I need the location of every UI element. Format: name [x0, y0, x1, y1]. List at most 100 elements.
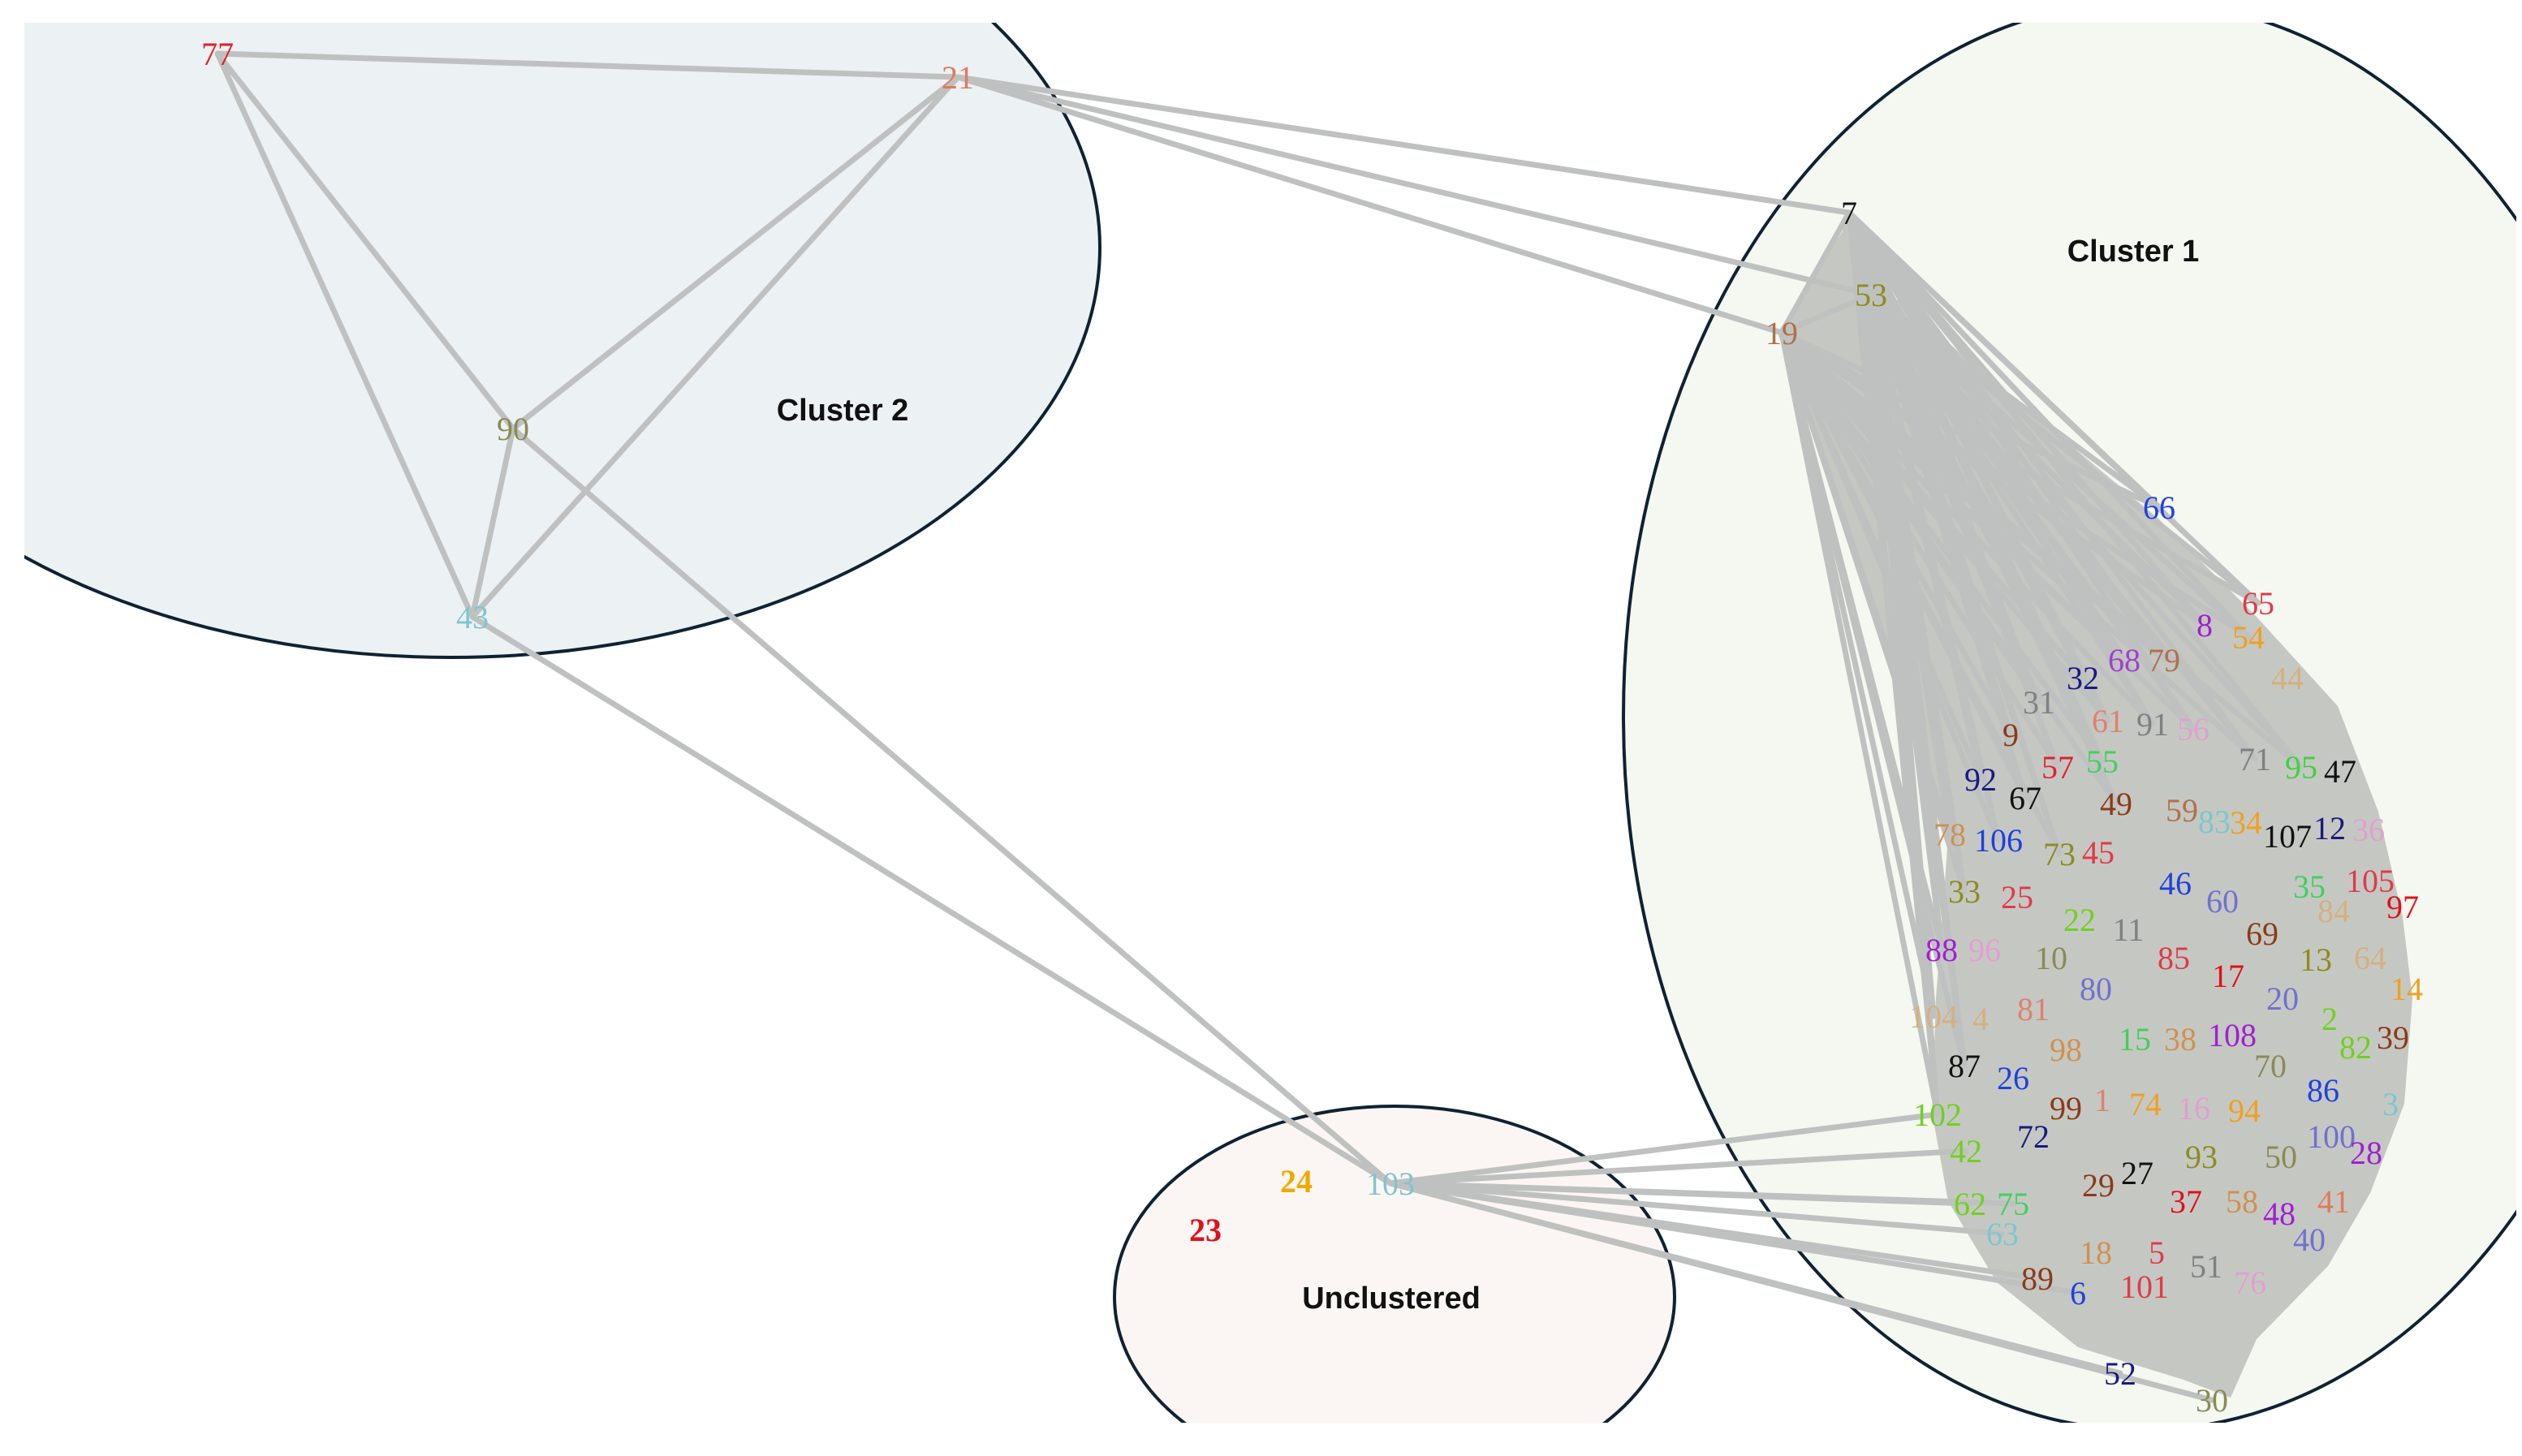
node-38: 38 — [2164, 1021, 2197, 1058]
edge-53-54 — [1868, 291, 2252, 640]
node-95: 95 — [2285, 749, 2317, 786]
node-75: 75 — [1997, 1186, 2029, 1222]
cluster-1-title: Cluster 1 — [2067, 235, 2200, 269]
node-3: 3 — [2382, 1086, 2399, 1122]
node-6: 6 — [2070, 1275, 2086, 1312]
edge-19-71 — [1778, 330, 2258, 762]
node-70: 70 — [2254, 1048, 2287, 1084]
edge-19-54 — [1778, 330, 2252, 640]
edge-21-90 — [510, 74, 961, 432]
node-57: 57 — [2041, 749, 2074, 786]
node-84: 84 — [2317, 893, 2350, 929]
node-68: 68 — [2108, 642, 2140, 678]
edge-103-42 — [1387, 1148, 1969, 1187]
node-10: 10 — [2035, 940, 2067, 976]
node-66: 66 — [2143, 489, 2175, 526]
edge-19-49 — [1778, 330, 2119, 807]
node-9: 9 — [2003, 717, 2019, 753]
node-98: 98 — [2050, 1032, 2082, 1068]
node-87: 87 — [1948, 1048, 1981, 1084]
node-58: 58 — [2226, 1183, 2258, 1220]
node-23: 23 — [1189, 1212, 1222, 1248]
node-60: 60 — [2206, 883, 2239, 920]
node-80: 80 — [2080, 971, 2112, 1007]
node-88: 88 — [1925, 932, 1958, 968]
node-26: 26 — [1997, 1060, 2029, 1096]
node-69: 69 — [2246, 915, 2278, 952]
node-4: 4 — [1972, 1001, 1989, 1037]
node-35: 35 — [2293, 868, 2326, 905]
edge-19-65 — [1778, 330, 2261, 606]
node-64: 64 — [2354, 940, 2386, 976]
node-39: 39 — [2377, 1019, 2409, 1056]
cluster-2-region — [24, 23, 1101, 659]
node-96: 96 — [1968, 932, 2001, 968]
node-50: 50 — [2265, 1139, 2297, 1175]
node-13: 13 — [2300, 941, 2332, 978]
node-28: 28 — [2350, 1135, 2382, 1171]
node-79: 79 — [2148, 642, 2180, 678]
edge-53-65 — [1868, 291, 2261, 606]
node-24: 24 — [1280, 1163, 1313, 1200]
node-90: 90 — [497, 411, 529, 447]
node-99: 99 — [2050, 1090, 2082, 1126]
node-81: 81 — [2017, 991, 2050, 1027]
edge-19-56 — [1778, 330, 2197, 732]
node-34: 34 — [2230, 804, 2262, 841]
node-93: 93 — [2185, 1139, 2218, 1175]
edge-103-102 — [1387, 1111, 1941, 1187]
edge-19-91 — [1778, 330, 2156, 727]
edge-layer — [214, 50, 2215, 1403]
node-20: 20 — [2266, 980, 2299, 1017]
node-86: 86 — [2307, 1072, 2339, 1109]
node-102: 102 — [1913, 1096, 1962, 1133]
edge-19-66 — [1778, 330, 2162, 510]
node-52: 52 — [2104, 1355, 2136, 1392]
node-5: 5 — [2149, 1234, 2165, 1271]
node-63: 63 — [1986, 1216, 2019, 1252]
edge-19-61 — [1778, 330, 2111, 724]
node-67: 67 — [2009, 780, 2041, 816]
node-1: 1 — [2094, 1082, 2110, 1118]
node-97: 97 — [2386, 889, 2419, 925]
edge-43-103 — [469, 614, 1394, 1187]
node-36: 36 — [2352, 812, 2385, 848]
edge-19-102 — [1778, 330, 1941, 1118]
node-92: 92 — [1964, 761, 1997, 798]
node-94: 94 — [2228, 1092, 2261, 1129]
node-45: 45 — [2082, 834, 2115, 871]
node-100: 100 — [2307, 1118, 2356, 1155]
edge-90-103 — [510, 425, 1394, 1187]
edge-103-75 — [1387, 1180, 2016, 1207]
edge-7-65 — [1846, 209, 2261, 606]
node-91: 91 — [2136, 706, 2169, 743]
edge-19-33 — [1778, 330, 1968, 894]
node-41: 41 — [2317, 1183, 2350, 1220]
node-108: 108 — [2208, 1017, 2257, 1053]
edge-21-19 — [955, 74, 1785, 336]
node-43: 43 — [456, 599, 489, 635]
node-22: 22 — [2063, 902, 2096, 938]
node-49: 49 — [2100, 786, 2132, 822]
cluster-2-title: Cluster 2 — [777, 394, 909, 428]
node-73: 73 — [2043, 836, 2076, 872]
node-51: 51 — [2190, 1248, 2222, 1285]
node-25: 25 — [2001, 879, 2033, 915]
node-15: 15 — [2119, 1021, 2151, 1058]
node-76: 76 — [2234, 1264, 2266, 1301]
edge-53-91 — [1868, 291, 2156, 727]
node-19: 19 — [1765, 315, 1798, 351]
node-72: 72 — [2017, 1118, 2050, 1155]
node-40: 40 — [2293, 1221, 2326, 1258]
node-33: 33 — [1948, 873, 1981, 910]
node-21: 21 — [942, 59, 974, 96]
node-44: 44 — [2271, 660, 2304, 696]
node-54: 54 — [2232, 619, 2265, 656]
edge-7-19 — [1778, 209, 1852, 336]
edge-77-21 — [214, 50, 961, 80]
node-104: 104 — [1909, 998, 1958, 1035]
node-8: 8 — [2197, 607, 2213, 644]
edge-19-57 — [1778, 330, 2061, 770]
node-61: 61 — [2092, 703, 2124, 739]
